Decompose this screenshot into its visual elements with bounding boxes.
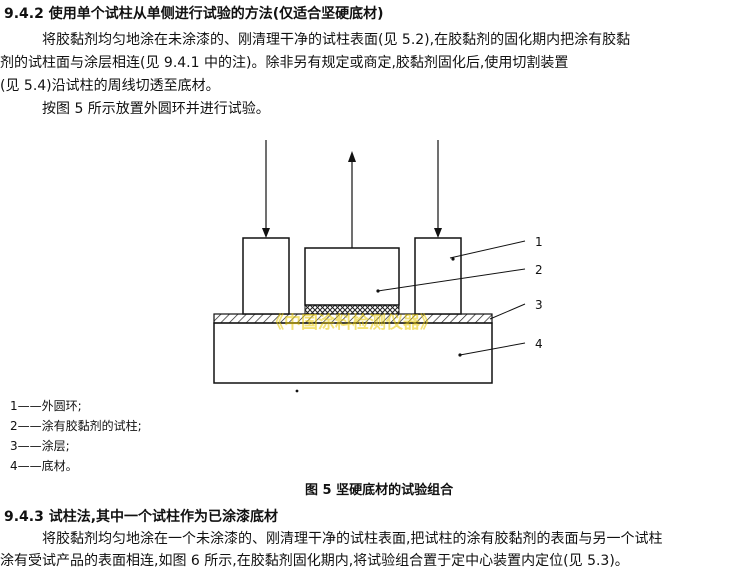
label-3: 3 bbox=[535, 298, 543, 312]
label-1: 1 bbox=[535, 235, 543, 249]
left-arrowhead-icon bbox=[262, 228, 270, 238]
center-arrowhead-icon bbox=[348, 151, 356, 162]
label-2: 2 bbox=[535, 263, 543, 277]
figure-5-caption: 图 5 坚硬底材的试验组合 bbox=[305, 483, 454, 498]
outer-ring-left bbox=[242, 237, 290, 315]
substrate bbox=[213, 322, 493, 384]
section-943-heading: 9.4.3 试柱法,其中一个试柱作为已涂漆底材 bbox=[4, 509, 279, 525]
leader-line-3 bbox=[489, 303, 526, 320]
legend-item-1: 1——外圆环; bbox=[10, 399, 82, 413]
stray-dot bbox=[295, 389, 299, 393]
legend-item-4: 4——底材。 bbox=[10, 459, 78, 473]
leader-dot-2 bbox=[376, 289, 380, 293]
label-4: 4 bbox=[535, 337, 543, 351]
leader-line-4 bbox=[459, 342, 526, 356]
leader-dot-4 bbox=[458, 353, 462, 357]
section-943-para-line1: 将胶黏剂均匀地涂在一个未涂漆的、刚清理干净的试柱表面,把试柱的涂有胶黏剂的表面与… bbox=[42, 531, 663, 547]
leader-line-2 bbox=[377, 268, 526, 292]
outer-ring-right bbox=[414, 237, 462, 315]
right-arrowhead-icon bbox=[434, 228, 442, 238]
section-942-para1-line1: 将胶黏剂均匀地涂在未涂漆的、刚清理干净的试柱表面(见 5.2),在胶黏剂的固化期… bbox=[42, 32, 631, 48]
leader-line-1 bbox=[449, 240, 526, 259]
section-942-para1-line3: (见 5.4)沿试柱的周线切透至底材。 bbox=[0, 78, 220, 94]
section-942-para2: 按图 5 所示放置外圆环并进行试验。 bbox=[42, 101, 270, 117]
watermark: 《中国涂料检测仪器》 bbox=[267, 312, 437, 333]
test-dolly bbox=[304, 247, 400, 306]
leader-dot-1 bbox=[451, 257, 455, 261]
section-943-para-line2: 涂有受试产品的表面相连,如图 6 所示,在胶黏剂固化期内,将试验组合置于定中心装… bbox=[0, 553, 629, 569]
section-942-heading: 9.4.2 使用单个试柱从单侧进行试验的方法(仅适合坚硬底材) bbox=[4, 6, 384, 22]
legend-item-2: 2——涂有胶黏剂的试柱; bbox=[10, 419, 142, 433]
section-942-para1-line2: 剂的试柱面与涂层相连(见 9.4.1 中的注)。除非另有规定或商定,胶黏剂固化后… bbox=[0, 55, 569, 71]
legend-item-3: 3——涂层; bbox=[10, 439, 70, 453]
